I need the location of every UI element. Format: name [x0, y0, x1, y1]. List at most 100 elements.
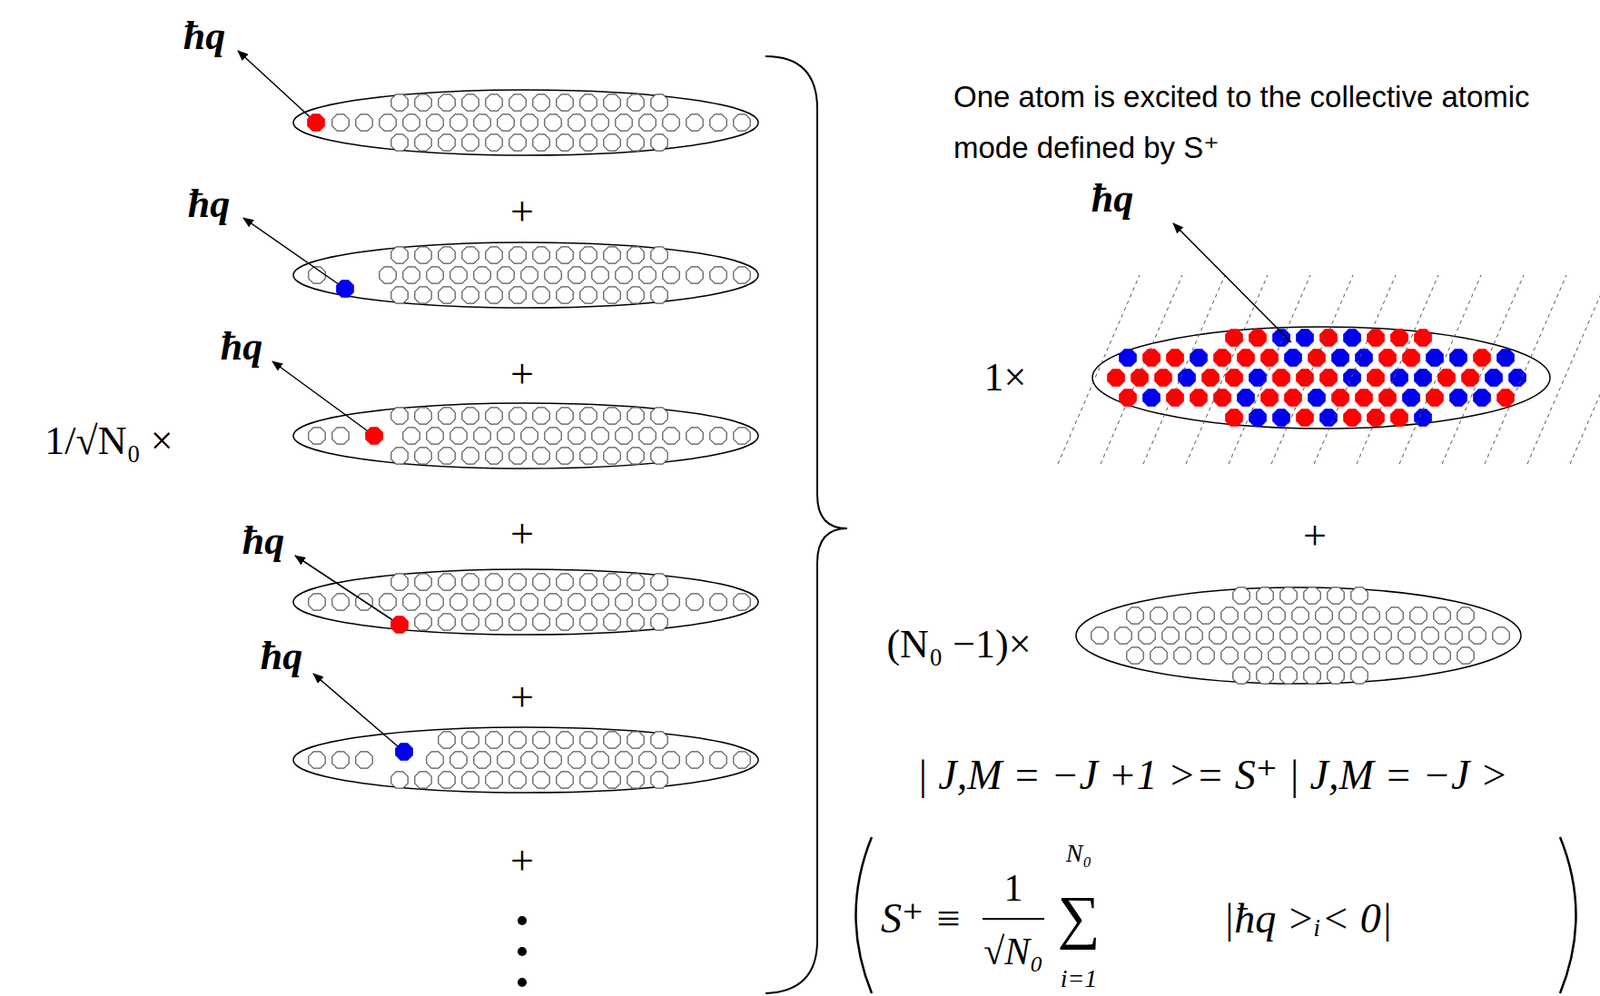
atom: [1339, 647, 1356, 664]
atom: [1461, 369, 1479, 386]
atom: [1284, 349, 1302, 366]
atom: [733, 593, 751, 611]
atom: [438, 573, 455, 591]
atom: [580, 447, 597, 465]
atom: [1249, 329, 1266, 346]
atom: [391, 94, 408, 111]
wavefront-line: [1399, 275, 1482, 465]
atom: [627, 447, 644, 465]
atom: [1221, 647, 1238, 664]
atom: [627, 246, 644, 264]
atom: [710, 114, 727, 131]
momentum-arrow: [1173, 223, 1292, 343]
atom: [1391, 369, 1408, 386]
atom: [521, 751, 538, 769]
atom: [462, 613, 479, 631]
momentum-arrow: [295, 555, 400, 625]
atom: [592, 593, 609, 611]
continuation-dot: [517, 916, 527, 926]
atom: [733, 114, 751, 131]
atom: [603, 94, 621, 111]
atom: [1343, 409, 1361, 426]
atom: [1433, 607, 1451, 624]
atom: [355, 114, 373, 131]
atom: [1197, 607, 1215, 624]
atom: [1237, 349, 1255, 366]
atom: [308, 593, 326, 611]
atom-cloud: [1076, 587, 1521, 684]
atom: [1233, 627, 1250, 644]
formula-text: | J,M = −J +1 >= S⁺ | J,M = −J >: [916, 752, 1509, 800]
atom: [1492, 627, 1510, 644]
atom: [509, 246, 526, 264]
atom: [509, 94, 526, 111]
atom: [733, 266, 751, 284]
atom: [603, 731, 621, 749]
atom: [1327, 627, 1344, 644]
atom: [438, 94, 455, 111]
atom: [1379, 389, 1396, 406]
atom: [1292, 647, 1309, 664]
atom: [1225, 409, 1243, 426]
momentum-arrow: [237, 50, 317, 123]
atom: [533, 94, 550, 111]
atom: [521, 427, 538, 445]
wavefront-line: [1271, 275, 1354, 465]
atom: [1320, 329, 1337, 346]
atom: [556, 94, 573, 111]
atom: [544, 114, 562, 131]
atom: [615, 114, 633, 131]
atom: [438, 613, 455, 631]
atom: [336, 280, 354, 297]
atom: [686, 427, 703, 445]
atom: [710, 593, 727, 611]
momentum-arrow: [243, 217, 346, 289]
atom: [627, 731, 644, 749]
atom: [1450, 349, 1467, 366]
atom: [462, 246, 479, 264]
atom: [651, 286, 668, 304]
atom: [1303, 667, 1321, 684]
atom: [556, 286, 573, 304]
atom: [1126, 607, 1144, 624]
atom: [1485, 369, 1502, 386]
atom: [568, 593, 585, 611]
atom: [438, 771, 455, 789]
atom: [497, 427, 514, 445]
formula-text: +: [510, 674, 534, 721]
momentum-arrow: [313, 673, 405, 752]
atom: [403, 593, 420, 611]
atom: [474, 427, 491, 445]
atom: [592, 266, 609, 284]
atom: [485, 771, 503, 789]
atom: [414, 573, 432, 591]
atom: [414, 286, 432, 304]
atom: [1185, 627, 1203, 644]
atom: [462, 407, 479, 425]
atom: [603, 246, 621, 264]
atom: [414, 613, 432, 631]
atom: [662, 114, 680, 131]
atom: [438, 447, 455, 465]
atom: [580, 771, 597, 789]
atom: [426, 593, 444, 611]
atom: [615, 427, 633, 445]
atom: [1280, 627, 1297, 644]
formula-text: 1/√N₀ ×: [44, 419, 173, 464]
atom: [403, 114, 420, 131]
atom: [686, 751, 703, 769]
atom: [615, 593, 633, 611]
caption-note: One atom is excited to the collective at…: [953, 71, 1535, 174]
atom: [1362, 647, 1380, 664]
atom: [1143, 349, 1160, 366]
atom: [1339, 607, 1356, 624]
atom: [1237, 389, 1255, 406]
atom: [1327, 667, 1344, 684]
atom: [474, 266, 491, 284]
atom: [580, 613, 597, 631]
curly-brace: [765, 56, 848, 994]
continuation-dot: [517, 947, 527, 957]
atom: [1426, 389, 1443, 406]
wavefront-line: [1057, 275, 1140, 465]
atom: [556, 134, 573, 151]
